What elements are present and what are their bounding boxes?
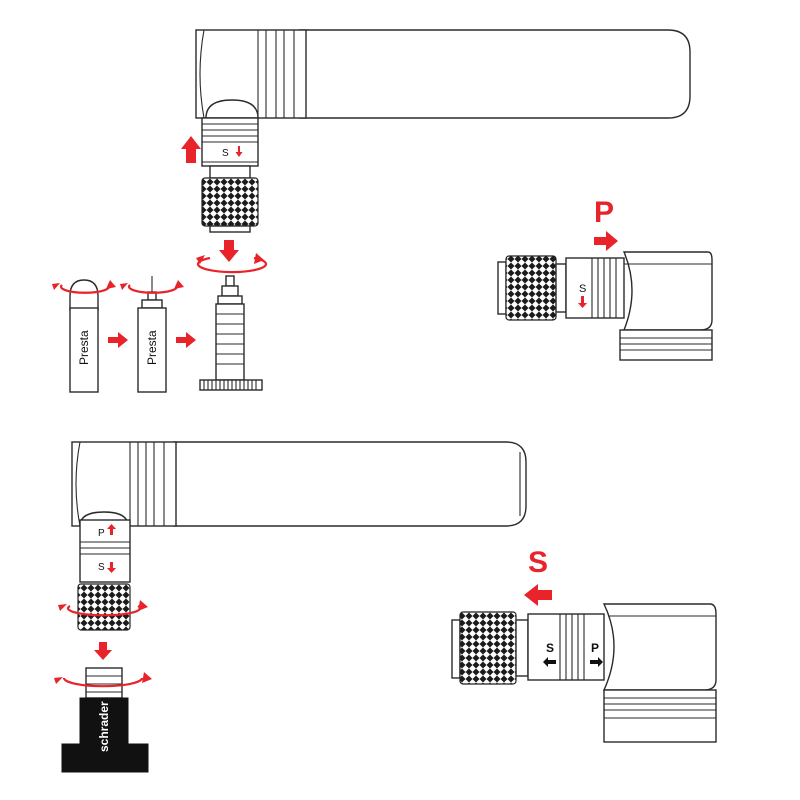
bottom-pump-barrel: [173, 441, 527, 527]
small-arrow-icon: [590, 657, 603, 667]
up-arrow-icon: [181, 136, 201, 163]
small-arrow-icon: [235, 146, 243, 157]
small-arrow-icon: [543, 657, 556, 667]
rotate-arrow-icon: [54, 672, 152, 688]
small-arrow-icon: [107, 562, 116, 573]
bottom-pump-head: [71, 441, 177, 527]
bottom-pump-s-label: S: [98, 562, 105, 573]
presta-cap-label: Presta: [77, 330, 91, 365]
right-arrow-icon: [108, 332, 128, 348]
rotate-arrow-icon: [120, 280, 184, 294]
top-pump-barrel: [299, 29, 691, 119]
presta-valve-capped: Presta: [52, 279, 116, 393]
head-right-s-label: S: [579, 283, 586, 295]
right-arrow-icon: [176, 332, 196, 348]
top-pump-s-label: S: [222, 148, 229, 159]
head-bottom-s-label: S: [546, 641, 554, 655]
presta-valve-open: Presta: [120, 276, 184, 393]
bottom-pump: P S: [58, 441, 527, 660]
schrader-label: schrader: [97, 701, 111, 752]
rotate-arrow-icon: [58, 600, 148, 617]
presta-valve-mounted: [199, 275, 263, 391]
head-p-mode: P S: [497, 196, 713, 361]
schrader-valve: schrader: [54, 667, 152, 773]
p-mode-label: P: [594, 196, 614, 229]
down-arrow-icon: [219, 240, 239, 262]
head-bottom-p-label: P: [591, 641, 599, 655]
top-pump-head: [195, 29, 307, 119]
top-pump: S: [181, 29, 691, 274]
presta-open-label: Presta: [145, 330, 159, 365]
bottom-pump-p-label: P: [98, 528, 105, 539]
bottom-pump-knurled-nut: [77, 583, 131, 631]
rotate-arrow-icon: [52, 280, 116, 294]
right-arrow-icon: [594, 231, 618, 251]
top-pump-adapter: S: [201, 117, 259, 167]
small-arrow-icon: [578, 296, 587, 308]
left-arrow-icon: [524, 584, 552, 606]
bottom-pump-adapter: P S: [79, 519, 131, 583]
top-pump-knurled-nut: [201, 165, 259, 233]
s-mode-label: S: [528, 546, 548, 579]
small-arrow-icon: [107, 524, 116, 535]
rotate-arrow-icon: [196, 253, 268, 274]
head-s-mode: S S P: [451, 546, 717, 743]
down-arrow-icon: [94, 642, 112, 660]
